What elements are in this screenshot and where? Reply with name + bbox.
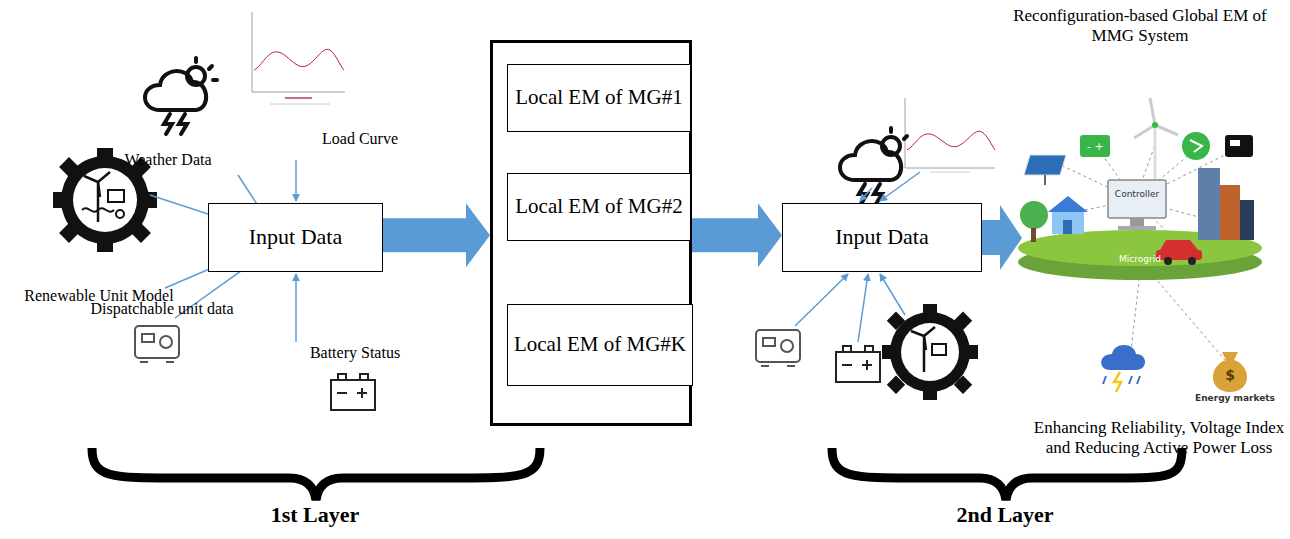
node-text: Local EM of MG#2 [515, 194, 682, 219]
text-label: 1st Layer [230, 502, 400, 527]
load-curve-chart [905, 98, 995, 172]
text-label: Dispatchable unit data [52, 300, 272, 318]
text-label: $ [1220, 367, 1240, 383]
local-em-group: Local EM of MG#1Local EM of MG#2Local EM… [490, 40, 692, 426]
process-box: Input Data [782, 203, 982, 272]
block-arrow [982, 205, 1022, 270]
weather-icon [840, 128, 907, 204]
process-box: Local EM of MG#K [507, 304, 693, 386]
process-box: Input Data [208, 203, 383, 272]
text-label: Battery Status [290, 344, 420, 362]
text-label: Weather Data [98, 151, 238, 169]
node-text: Local EM of MG#1 [515, 85, 682, 110]
text-label: Reconfiguration-based Global EM of MMG S… [1010, 6, 1270, 45]
svg-text:- +: - + [1087, 140, 1104, 153]
layer-brace [92, 448, 1182, 500]
generator-icon [756, 330, 800, 366]
block-arrow [692, 203, 782, 267]
renewable-gear-icon [882, 304, 978, 400]
text-label: Enhancing Reliability, Voltage Index and… [1028, 418, 1290, 457]
process-box: Local EM of MG#1 [507, 64, 691, 132]
load-curve-chart [238, 6, 350, 106]
text-label: Load Curve [300, 130, 420, 148]
battery-icon [331, 374, 375, 410]
weather-icon [145, 58, 217, 134]
node-text: Input Data [249, 224, 342, 250]
battery-icon [836, 346, 880, 382]
node-text: Local EM of MG#K [514, 332, 686, 357]
text-label: Controller [1108, 189, 1166, 199]
microgrid-illustration: - + [1018, 98, 1262, 392]
process-box: Local EM of MG#2 [507, 173, 691, 241]
text-label: Energy markets [1195, 393, 1275, 403]
generator-icon [135, 326, 179, 362]
block-arrow [383, 203, 490, 267]
text-label: 2nd Layer [920, 502, 1090, 527]
node-text: Input Data [835, 224, 928, 250]
text-label: Microgrid [1100, 254, 1180, 264]
